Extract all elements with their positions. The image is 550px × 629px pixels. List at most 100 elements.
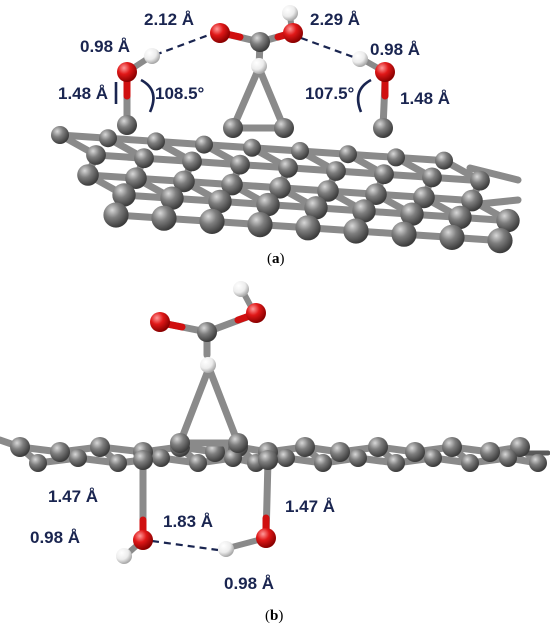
panel-b-graphene-atom [90, 437, 110, 457]
panel-b-graphene-atom [510, 437, 530, 457]
panel-b-hydrogen-ch [200, 357, 216, 373]
panel-b-caption-open: ( [265, 608, 270, 624]
panel-a-graphene-atom [295, 215, 321, 241]
panel-b-hydrogen-carboxyl [233, 281, 249, 297]
panel-a-graphene-atom [365, 183, 387, 205]
panel-a-graphene-atom [182, 151, 202, 172]
panel-b-carbon-hydroxyl-left [133, 450, 153, 470]
panel-a-graphene-atom [326, 161, 346, 181]
panel-a-label-co-left: 1.48 Å [58, 84, 108, 103]
panel-a-graphene-atom [51, 126, 69, 144]
panel-a-label-hbond-right: 2.29 Å [310, 10, 360, 29]
panel-b-hydrogen-hydroxyl-right [218, 541, 234, 557]
panel-b-graphene-atom [424, 449, 442, 467]
panel-a-hydrogen-hydroxyl-left [144, 48, 160, 64]
panel-b: 1.47 Å 1.47 Å 1.83 Å 0.98 Å 0.98 Å (b) [0, 281, 550, 624]
panel-b-graphene-atom [529, 454, 547, 472]
panel-b-graphene-atom [189, 454, 207, 472]
panel-b-graphene-atom [461, 454, 479, 472]
panel-a-graphene-atom [125, 167, 147, 189]
panel-a-graphene-atom [278, 157, 298, 178]
panel-b-label-oh-bottom: 0.98 Å [224, 574, 274, 593]
panel-a-graphene-atom [387, 148, 405, 167]
panel-b-graphene-atom [69, 449, 87, 467]
panel-a-graphene-atoms [51, 126, 520, 254]
panel-a: 2.12 Å 2.29 Å 0.98 Å 0.98 Å 1.48 Å 1.48 … [51, 5, 522, 267]
panel-a-hbond-right [300, 36, 357, 60]
panel-b-caption-letter: b [270, 608, 278, 624]
panel-a-oxygen-carboxyl-oh [283, 23, 303, 43]
panel-a-graphene-atom [413, 186, 435, 209]
panel-b-graphene-atom [29, 454, 47, 472]
panel-a-label-oh-right: 0.98 Å [370, 40, 420, 59]
panel-b-graphene-atom [314, 454, 332, 472]
panel-a-graphene-atom [243, 138, 261, 157]
panel-a-graphene-atom [439, 224, 465, 250]
panel-b-caption: (b) [265, 608, 283, 624]
panel-b-label-hbond: 1.83 Å [163, 512, 213, 531]
panel-a-graphene-atom [173, 170, 195, 193]
panel-a-graphene-atom [160, 186, 184, 210]
panel-a-carbon-bridge-left [223, 118, 243, 138]
panel-a-angle-arc-left [140, 78, 155, 113]
panel-b-carbon-carboxyl [197, 322, 217, 342]
panel-b-graphene-atom [10, 437, 30, 457]
panel-a-label-oh-left: 0.98 Å [80, 37, 130, 56]
panel-a-graphene-atom [343, 218, 369, 244]
panel-a-graphene-atom [199, 208, 225, 234]
panel-a-hbond-left [154, 31, 215, 57]
panel-b-label-oh-left: 0.98 Å [30, 528, 80, 547]
panel-a-graphene-atom [269, 177, 291, 199]
panel-a-caption: (a) [267, 251, 285, 267]
panel-a-graphene-atom [339, 145, 357, 164]
panel-a-graphene-atom [151, 205, 177, 231]
panel-a-graphene-atom [99, 129, 117, 148]
panel-a-label-co-right: 1.48 Å [400, 89, 450, 108]
panel-b-hydrogen-hydroxyl-left [116, 548, 132, 564]
panel-a-oxygen-hydroxyl-left [117, 62, 137, 82]
panel-a-graphene-atom [291, 142, 309, 160]
panel-a-graphene-atom [112, 183, 136, 207]
panel-a-carbon-hydroxyl-right [373, 118, 393, 138]
panel-a-graphene-atom [195, 135, 213, 154]
panel-b-graphene-atom [368, 437, 388, 457]
panel-a-graphene-atom [304, 196, 328, 220]
panel-a-graphene-atom [221, 173, 243, 196]
panel-a-caption-letter: a [272, 251, 280, 267]
panel-a-graphene-atom [247, 212, 273, 238]
panel-b-hbond [151, 539, 219, 552]
panel-a-oxygen-hydroxyl-right [375, 62, 395, 82]
panel-b-label-co-left: 1.47 Å [48, 487, 98, 506]
panel-a-hydrogen-hydroxyl-right [352, 51, 368, 67]
panel-a-graphene-atom [256, 192, 280, 217]
panel-b-graphene-atom [480, 442, 500, 462]
panel-b-graphene-atom [224, 449, 242, 467]
panel-a-graphene-atom [134, 148, 154, 169]
panel-a-graphene-atom [391, 221, 417, 247]
panel-b-graphene-atom [50, 442, 70, 462]
panel-a-graphene-atom [461, 189, 483, 212]
panel-b-graphene-atom [405, 442, 425, 462]
panel-a-graphene-atom [374, 164, 394, 185]
panel-a-graphene-atom [147, 132, 165, 151]
panel-a-label-angle-left: 108.5° [155, 84, 205, 103]
panel-a-label-angle-right: 107.5° [305, 84, 355, 103]
panel-b-carbon-hydroxyl-right [258, 450, 278, 470]
panel-a-carbon-carboxyl [250, 32, 270, 52]
panel-a-graphene-atom [103, 202, 129, 228]
panel-b-graphene-atom [152, 449, 170, 467]
panel-a-graphene-atom [422, 167, 442, 188]
panel-a-label-hbond-left: 2.12 Å [144, 10, 194, 29]
panel-b-graphene-atom [109, 454, 127, 472]
panel-a-graphene-atom [77, 164, 99, 186]
panel-a-graphene-bond [466, 164, 522, 184]
panel-a-graphene-atom [470, 170, 490, 191]
panel-b-graphene-atom [295, 437, 315, 457]
panel-a-graphene-atom [400, 202, 424, 226]
panel-b-label-co-right: 1.47 Å [285, 497, 335, 516]
panel-a-graphene-atom [448, 205, 472, 230]
panel-b-graphene-atom [442, 437, 462, 457]
panel-b-graphene-atom [349, 449, 367, 467]
panel-a-caption-open: ( [267, 251, 272, 267]
